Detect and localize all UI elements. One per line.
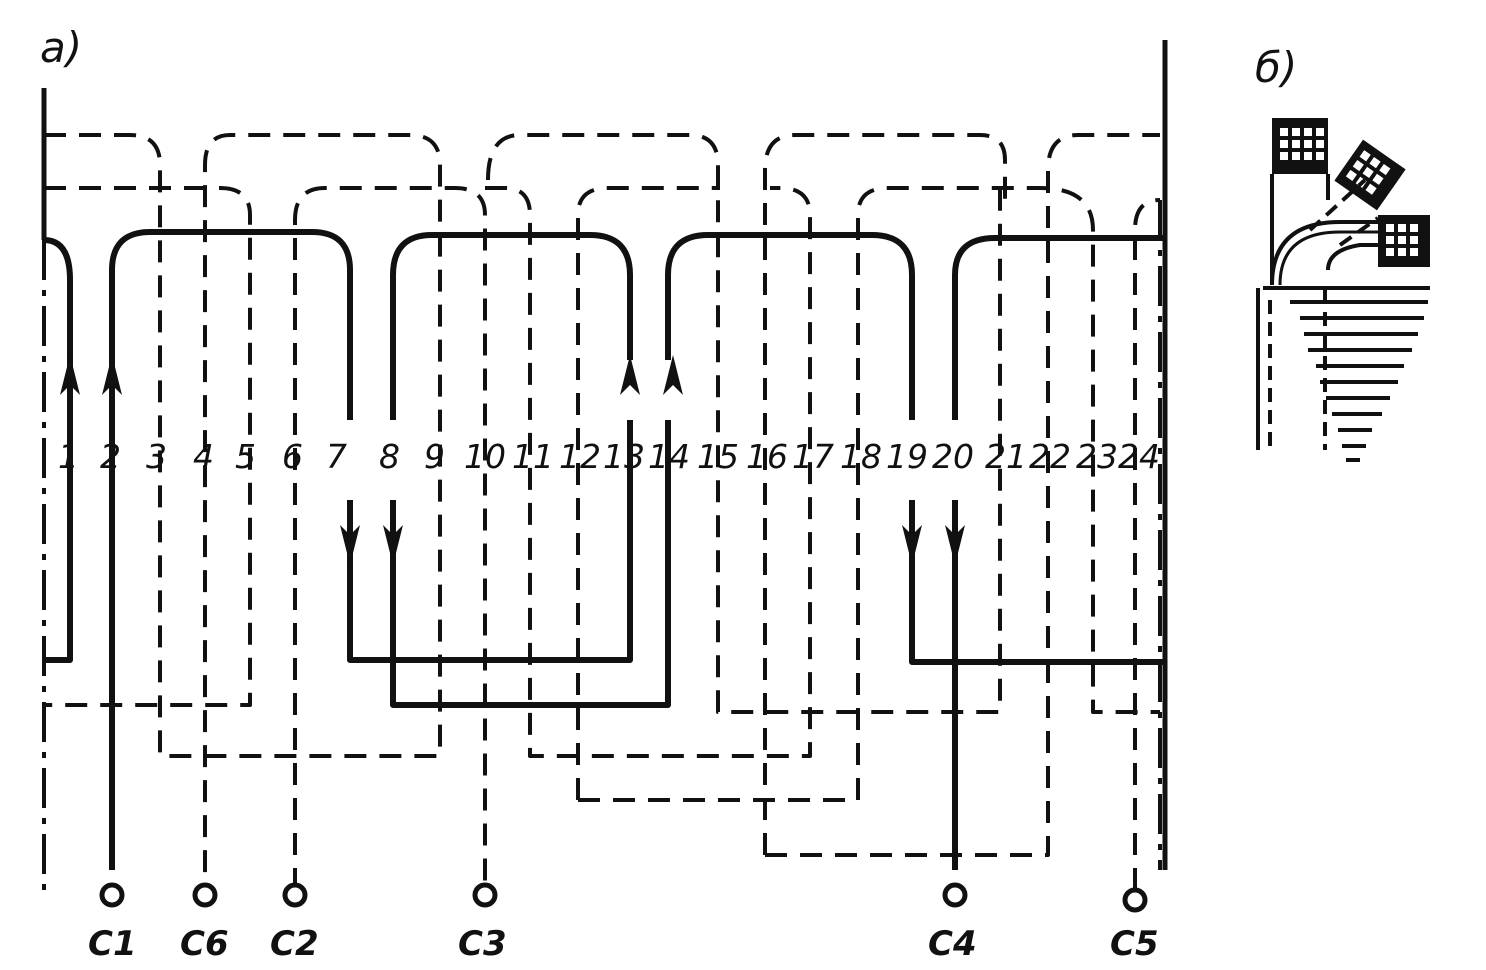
dashed-windings	[44, 133, 1161, 890]
terminal-label: C1	[88, 924, 137, 964]
arrow-down-icon	[902, 525, 922, 565]
phase-winding-1	[43, 229, 1165, 870]
terminal-c1	[99, 882, 125, 908]
arrow-up-icon	[620, 355, 640, 395]
terminals: C1 C6 C2 C3 C4 C5	[88, 882, 1159, 964]
terminal-label: C2	[270, 924, 319, 964]
slot-number: 6	[282, 437, 303, 476]
terminal-label: C5	[1110, 924, 1159, 964]
terminal-label: C4	[928, 924, 977, 964]
arrow-up-icon	[102, 355, 122, 395]
slot-number: 17	[792, 437, 834, 476]
slot-number: 15	[697, 437, 739, 476]
slot-number: 23	[1076, 437, 1118, 476]
terminal-label: C3	[458, 924, 507, 964]
arrow-up-icon	[663, 355, 683, 395]
slot-number: 20	[932, 437, 974, 476]
slot-number: 22	[1029, 437, 1071, 476]
slot-number: 8	[379, 437, 400, 476]
arrow-up-icon	[60, 355, 80, 395]
arrow-down-icon	[340, 525, 360, 565]
slot-number: 14	[648, 437, 690, 476]
arrow-down-icon	[383, 525, 403, 565]
end-winding-section	[1256, 118, 1430, 462]
slot-number: 12	[559, 437, 601, 476]
terminal-c2	[282, 882, 308, 908]
current-arrows	[60, 355, 965, 565]
slot-number: 21	[985, 437, 1027, 476]
slot-number: 16	[746, 437, 788, 476]
panel-label-b: б)	[1255, 43, 1297, 92]
terminal-c4	[942, 882, 968, 908]
slot-number: 4	[193, 437, 214, 476]
slot-number: 9	[424, 437, 445, 476]
terminal-label: C6	[180, 924, 229, 964]
terminal-c3	[472, 882, 498, 908]
slot-number: 18	[840, 437, 882, 476]
slot-number: 1	[58, 437, 79, 476]
slot-number: 7	[326, 437, 347, 476]
stator-edges	[41, 40, 1168, 900]
slot-number: 3	[146, 437, 167, 476]
slot-number: 11	[512, 437, 554, 476]
terminal-c6	[192, 882, 218, 908]
slot-number: 24	[1118, 437, 1160, 476]
slot-number: 2	[100, 437, 121, 476]
slot-number: 19	[886, 437, 928, 476]
terminal-c5	[1122, 887, 1148, 913]
arrow-down-icon	[945, 525, 965, 565]
panel-label-a: а)	[40, 23, 82, 72]
slot-number: 5	[235, 437, 256, 476]
slot-numbers: 1 2 3 4 5 6 7 8 9 10 11 12 13 14 15 16 1…	[58, 437, 1160, 476]
slot-number: 10	[464, 437, 506, 476]
slot-number: 13	[603, 437, 645, 476]
